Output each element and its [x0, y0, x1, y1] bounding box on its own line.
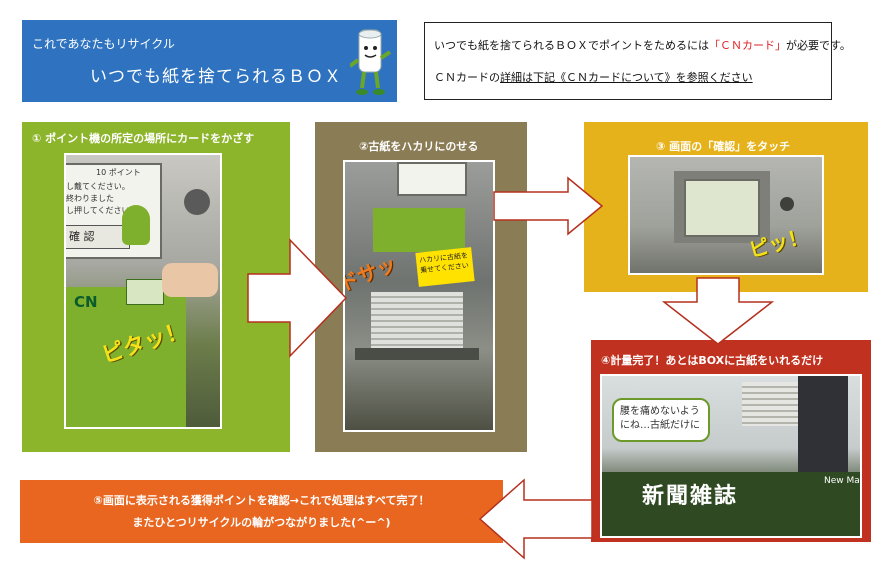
newspaper-stack-image	[371, 292, 463, 348]
banner-subtitle: これであなたもリサイクル	[32, 37, 175, 51]
step-4-title: ④計量完了！あとはBOXに古紙をいれるだけ	[601, 354, 824, 367]
screen-line: 終わりました	[66, 194, 114, 203]
scale-platform	[355, 348, 479, 360]
screen-line: し戴てください。	[66, 182, 130, 191]
step-1-title: ① ポイント機の所定の場所にカードをかざす	[32, 132, 255, 145]
kiosk-screen: 10 ポイント し戴てください。 終わりました し押してください。 確 認	[66, 163, 162, 259]
speaker-icon	[780, 197, 794, 211]
cn-card-notice: いつでも紙を捨てられるＢＯＸでポイントをためるには「ＣＮカード」が必要です。 Ｃ…	[424, 22, 851, 100]
screen-confirm-button: 確 認	[66, 225, 130, 249]
step-5-panel: ⑤画面に表示される獲得ポイントを確認→これで処理はすべて完了！ またひとつリサイ…	[20, 480, 503, 543]
kiosk-box	[602, 472, 860, 536]
step-3-title: ③ 画面の「確認」をタッチ	[656, 140, 791, 153]
arrow-down-icon	[661, 277, 775, 345]
cn-logo-text: CN	[74, 293, 98, 311]
notice-line-1: いつでも紙を捨てられるＢＯＸでポイントをためるには「ＣＮカード」が必要です。	[434, 37, 851, 53]
step-5-line-2: またひとつリサイクルの輪がつながりました(^ー^)	[132, 516, 391, 529]
speaker-icon	[184, 189, 210, 215]
newspaper-bundle-image	[742, 382, 806, 426]
speech-bubble: 腰を痛めないよう にね…古紙だけに	[612, 398, 710, 442]
screen-points: 10 ポイント	[96, 168, 141, 177]
kiosk-screen	[684, 179, 760, 237]
kiosk-sign-en: New Ma	[824, 476, 860, 486]
step-5-line-1: ⑤画面に表示される獲得ポイントを確認→これで処理はすべて完了！	[93, 494, 430, 507]
kiosk-sign: 新聞雑誌	[642, 484, 739, 509]
cn-card-icon	[126, 279, 164, 305]
arrow-right-icon	[493, 176, 604, 236]
notice-line-1-pre: いつでも紙を捨てられるＢＯＸでポイントをためるには	[434, 39, 709, 52]
kiosk-screen	[397, 162, 467, 196]
banner-title: いつでも紙を捨てられるＢＯＸ	[90, 67, 342, 87]
step-2-title: ②古紙をハカリにのせる	[359, 140, 479, 153]
screen-mascot-icon	[122, 205, 150, 245]
step-1-photo: 10 ポイント し戴てください。 終わりました し押してください。 確 認 CN…	[64, 153, 222, 429]
notice-line-1-post: が必要です。	[786, 39, 851, 52]
hand-image	[162, 263, 218, 297]
mascot-icon	[350, 29, 392, 95]
cn-card-highlight: 「ＣＮカード」	[709, 39, 786, 52]
cn-card-details-link[interactable]: 詳細は下記《ＣＮカードについて》を参照ください	[500, 71, 753, 84]
arrow-left-icon	[478, 478, 593, 560]
header-banner: これであなたもリサイクル いつでも紙を捨てられるＢＯＸ	[22, 20, 397, 102]
bubble-line-2: にね…古紙だけに	[620, 420, 700, 431]
bubble-line-1: 腰を痛めないよう	[620, 406, 700, 417]
notice-line-2-pre: ＣＮカードの	[434, 71, 500, 84]
arrow-right-icon	[247, 238, 348, 358]
notice-line-2: ＣＮカードの詳細は下記《ＣＮカードについて》を参照ください	[434, 69, 753, 85]
step-3-photo: ピッ！	[628, 155, 824, 275]
kiosk-green-panel	[373, 208, 465, 252]
screen-line: し押してください。	[66, 206, 138, 215]
card-reader-panel	[66, 287, 186, 427]
person-image	[798, 376, 848, 486]
